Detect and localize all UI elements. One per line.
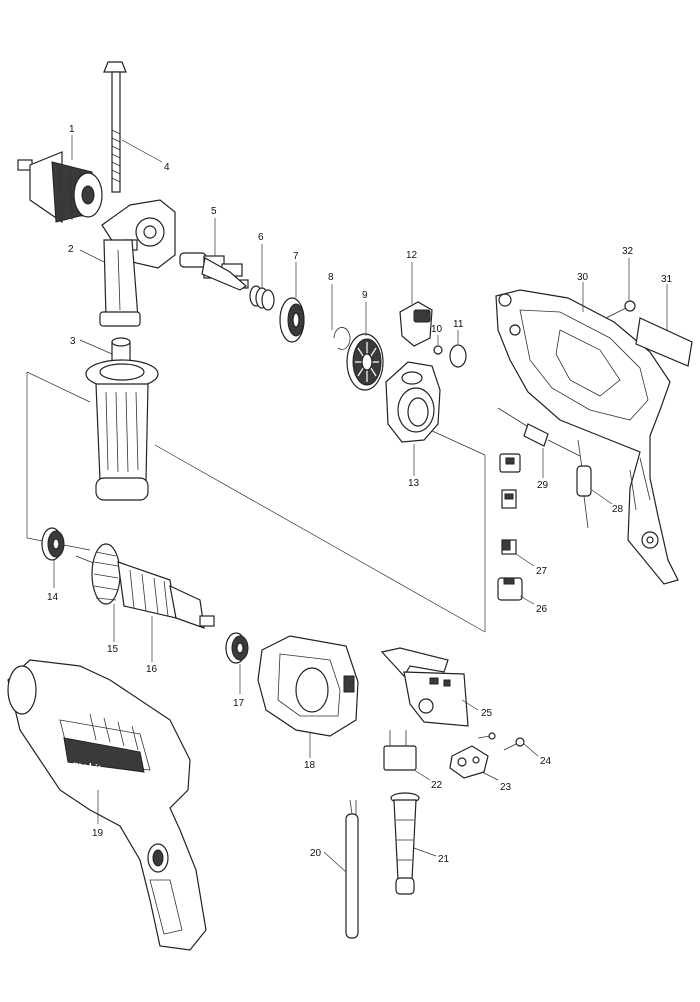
label-5: 5 (211, 206, 217, 217)
part-31-name-plate[interactable] (635, 284, 693, 367)
part-30-motor-housing[interactable] (495, 282, 679, 585)
part-13-gear-housing[interactable] (385, 361, 441, 476)
label-19: 19 (92, 828, 104, 839)
part-22-noise-suppressor[interactable] (383, 730, 431, 781)
part-3-side-handle[interactable] (79, 337, 159, 501)
label-26: 26 (536, 604, 548, 615)
part-29-noise-suppressor[interactable] (497, 407, 581, 478)
label-4: 4 (164, 162, 170, 173)
label-14: 14 (47, 592, 59, 603)
part-11-o-ring[interactable] (449, 330, 467, 368)
label-31: 31 (661, 274, 673, 285)
part-32-screw[interactable] (605, 258, 636, 319)
label-15: 15 (107, 644, 119, 655)
part-28-capacitor[interactable] (576, 439, 613, 529)
label-1: 1 (69, 124, 75, 135)
part-23-cord-clamp[interactable] (449, 732, 499, 781)
label-8: 8 (328, 272, 334, 283)
label-28: 28 (612, 504, 624, 515)
label-10: 10 (431, 324, 443, 335)
label-24: 24 (540, 756, 552, 767)
part-20-power-cord[interactable] (323, 799, 359, 939)
label-30: 30 (577, 272, 589, 283)
label-2: 2 (68, 244, 74, 255)
label-25: 25 (481, 708, 493, 719)
label-17: 17 (233, 698, 245, 709)
part-7-ball-bearing[interactable] (279, 262, 305, 343)
part-16-armature[interactable] (75, 543, 215, 662)
part-17-ball-bearing[interactable] (225, 632, 249, 694)
part-4-bolt[interactable] (103, 61, 163, 193)
assembly-outline (26, 371, 486, 633)
part-26-carbon-brush[interactable] (497, 577, 535, 605)
part-27-brush-holder[interactable] (499, 453, 535, 567)
label-23: 23 (500, 782, 512, 793)
part-12-change-lever[interactable] (399, 262, 433, 347)
part-19-drill-assembly[interactable]: makita (7, 659, 207, 951)
label-3: 3 (70, 336, 76, 347)
label-21: 21 (438, 854, 450, 865)
label-11: 11 (453, 319, 464, 330)
label-29: 29 (537, 480, 549, 491)
label-16: 16 (146, 664, 158, 675)
part-5-spindle[interactable] (179, 218, 249, 291)
part-6-spring[interactable] (249, 244, 275, 311)
label-7: 7 (293, 251, 299, 262)
label-32: 32 (622, 246, 634, 257)
label-27: 27 (536, 566, 548, 577)
part-10-steel-ball[interactable] (433, 335, 443, 355)
label-20: 20 (310, 848, 322, 859)
part-18-field[interactable] (257, 635, 359, 758)
label-12: 12 (406, 250, 418, 261)
part-14-ball-bearing[interactable] (41, 527, 65, 588)
part-1-drill-chuck[interactable] (17, 135, 103, 224)
part-9-gear[interactable] (346, 302, 384, 391)
part-number-labels: 1 2 3 4 5 6 7 8 9 10 11 12 13 14 15 16 1… (47, 124, 673, 865)
part-24-screw[interactable] (503, 737, 539, 757)
label-13: 13 (408, 478, 420, 489)
label-9: 9 (362, 290, 368, 301)
part-21-strain-relief[interactable] (390, 792, 437, 895)
part-25-switch[interactable] (380, 647, 479, 727)
part-8-retaining-ring[interactable] (331, 284, 351, 350)
part-2-side-grip-clamp[interactable] (79, 199, 176, 327)
label-6: 6 (258, 232, 264, 243)
label-18: 18 (304, 760, 316, 771)
label-22: 22 (431, 780, 443, 791)
